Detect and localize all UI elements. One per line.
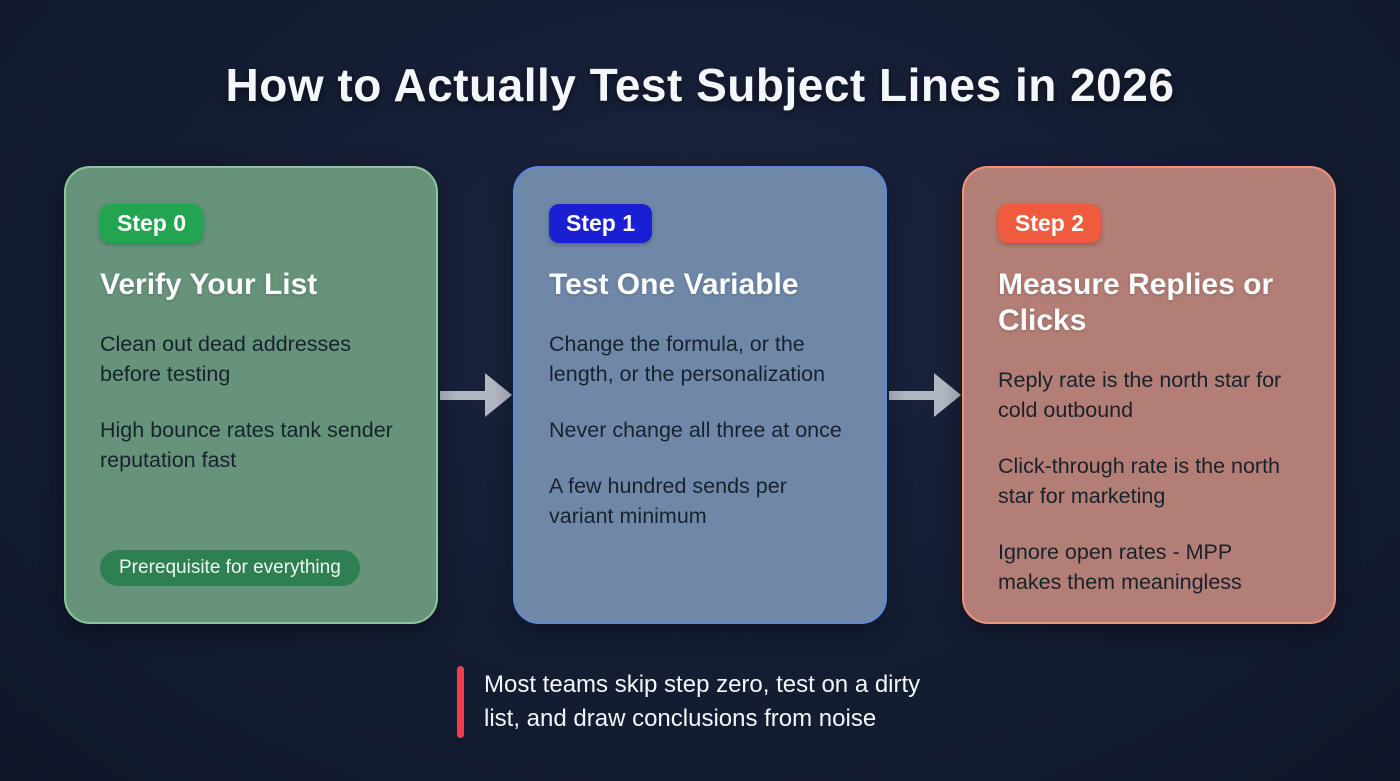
step-0-badge: Step 0 bbox=[100, 204, 204, 243]
arrow-shaft bbox=[439, 390, 485, 400]
step-2-title: Measure Replies or Clicks bbox=[998, 268, 1274, 337]
step-2-badge: Step 2 bbox=[998, 204, 1102, 243]
step-1-point: Never change all three at once bbox=[549, 418, 842, 442]
arrow-head bbox=[484, 373, 512, 417]
step-2-point: Click-through rate is the north star for… bbox=[998, 454, 1281, 508]
step-1-title: Test One Variable bbox=[549, 268, 799, 301]
arrow-right-icon bbox=[438, 373, 513, 417]
step-2-point: Ignore open rates - MPP makes them meani… bbox=[998, 540, 1242, 594]
arrow-right-icon bbox=[887, 373, 962, 417]
footer-callout: Most teams skip step zero, test on a dir… bbox=[457, 666, 943, 738]
step-0-point: High bounce rates tank sender reputation… bbox=[100, 418, 393, 472]
step-card-verify-list: Step 0 Verify Your List Clean out dead a… bbox=[64, 166, 438, 624]
step-1-badge: Step 1 bbox=[549, 204, 653, 243]
step-1-body: Change the formula, or the length, or th… bbox=[549, 329, 851, 531]
step-card-test-one-variable: Step 1 Test One Variable Change the form… bbox=[513, 166, 887, 624]
step-2-point: Reply rate is the north star for cold ou… bbox=[998, 368, 1282, 422]
infographic-canvas: { "title": "How to Actually Test Subject… bbox=[0, 58, 1400, 781]
step-1-point: Change the formula, or the length, or th… bbox=[549, 332, 826, 386]
step-0-title: Verify Your List bbox=[100, 268, 318, 301]
step-1-point: A few hundred sends per variant minimum bbox=[549, 474, 787, 528]
footer-accent-bar bbox=[457, 666, 464, 738]
step-card-measure-replies: Step 2 Measure Replies or Clicks Reply r… bbox=[962, 166, 1336, 624]
step-0-point: Clean out dead addresses before testing bbox=[100, 332, 352, 386]
step-2-body: Reply rate is the north star for cold ou… bbox=[998, 365, 1300, 597]
prerequisite-tag: Prerequisite for everything bbox=[100, 550, 360, 586]
footer-note-text: Most teams skip step zero, test on a dir… bbox=[484, 671, 921, 732]
steps-row: Step 0 Verify Your List Clean out dead a… bbox=[0, 166, 1400, 624]
arrow-shaft bbox=[888, 390, 934, 400]
step-0-body: Clean out dead addresses before testing … bbox=[100, 329, 402, 475]
arrow-head bbox=[933, 373, 961, 417]
page-title: How to Actually Test Subject Lines in 20… bbox=[225, 59, 1175, 111]
